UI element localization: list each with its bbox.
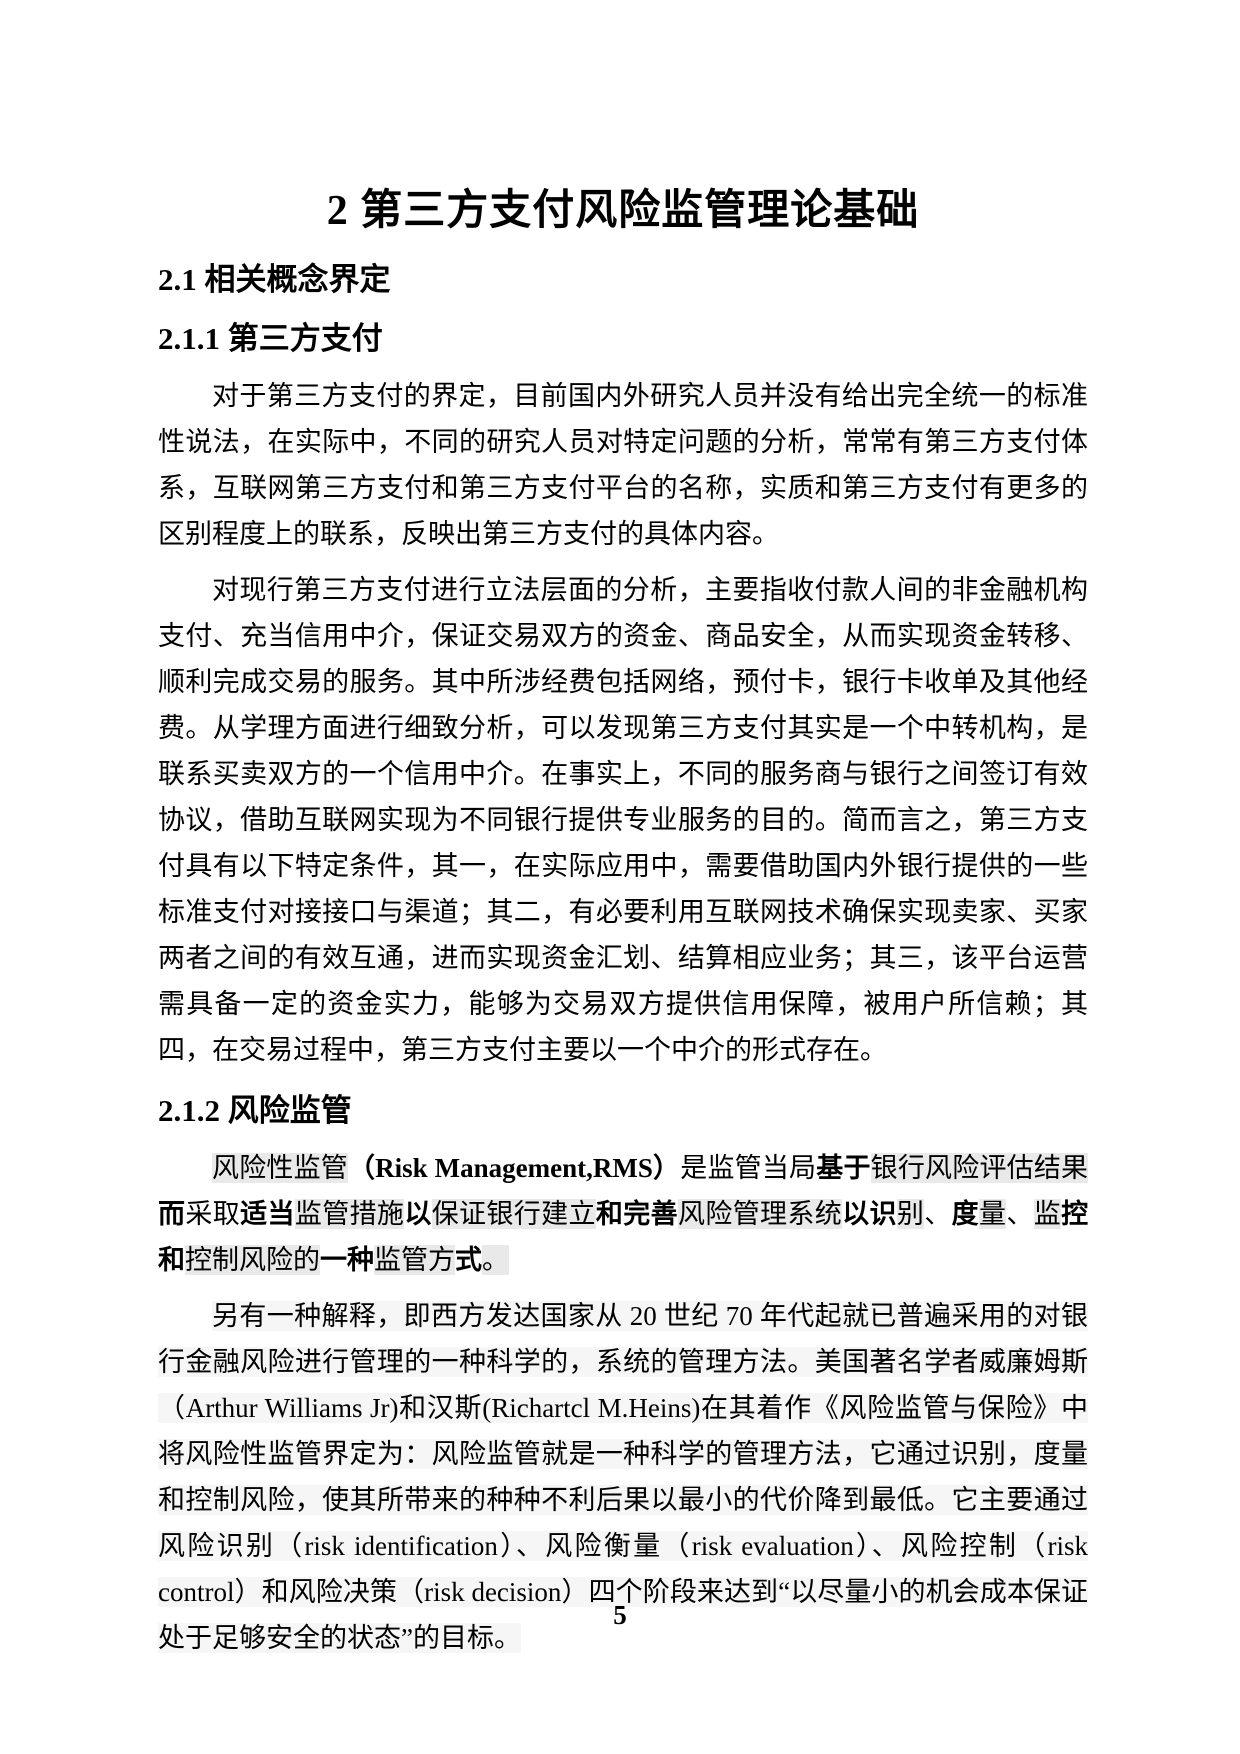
- chapter-title: 2 第三方支付风险监管理论基础: [326, 188, 920, 234]
- text-segment: 控制风险: [185, 1245, 293, 1276]
- text-segment: 以: [404, 1199, 432, 1230]
- paragraph-risk-management-definition: 风险性监管（Risk Management,RMS）是监管当局基于银行风险评估结…: [158, 1145, 1088, 1283]
- text-segment: 银行风险评估结果: [870, 1153, 1089, 1184]
- section-2-1-2-heading: 2.1.2 风险监管: [158, 1092, 352, 1128]
- section-2-1-1-heading: 2.1.1 第三方支付: [158, 320, 383, 356]
- text-segment: 和完善: [595, 1199, 678, 1230]
- text-segment: 适当: [240, 1199, 295, 1230]
- paragraph-risk-management-history: 另有一种解释，即西方发达国家从 20 世纪 70 年代起就已普遍采用的对银行金融…: [158, 1293, 1088, 1661]
- text-segment: 量: [979, 1199, 1007, 1230]
- text-segment: 监管措施: [294, 1199, 405, 1230]
- text-segment: 一种: [320, 1245, 374, 1276]
- text-segment: 、: [924, 1199, 952, 1230]
- text-segment: 度: [951, 1199, 980, 1230]
- text-segment: 监管方: [374, 1245, 455, 1276]
- text-segment: 的: [293, 1245, 320, 1276]
- text-segment: 监: [1033, 1199, 1062, 1230]
- text-segment: 风险性监管: [212, 1153, 348, 1184]
- text-segment: 、: [1006, 1199, 1034, 1230]
- text-segment: （Risk Management,RMS）: [347, 1153, 681, 1184]
- text-segment: 式: [455, 1245, 482, 1276]
- text-segment: 而: [158, 1199, 186, 1230]
- text-segment: 以识: [842, 1199, 897, 1230]
- text-segment: 风险管理系统: [677, 1199, 843, 1230]
- text-segment: 保证银行建立: [431, 1199, 596, 1230]
- paragraph-third-party-analysis: 对现行第三方支付进行立法层面的分析，主要指收付款人间的非金融机构支付、充当信用中…: [158, 574, 1088, 1065]
- paragraph-third-party-definition: 对于第三方支付的界定，目前国内外研究人员并没有给出完全统一的标准性说法，在实际中…: [158, 380, 1088, 549]
- text-segment: 别: [896, 1199, 925, 1230]
- section-2-1-heading: 2.1 相关概念界定: [158, 262, 391, 298]
- text-segment: 是监管当局: [680, 1153, 817, 1184]
- text-segment: 采取: [185, 1199, 241, 1230]
- text-segment: 控和: [158, 1199, 1089, 1276]
- text-segment: 基于: [816, 1153, 871, 1184]
- page-number: 5: [613, 1600, 627, 1630]
- text-segment: 。: [482, 1245, 509, 1276]
